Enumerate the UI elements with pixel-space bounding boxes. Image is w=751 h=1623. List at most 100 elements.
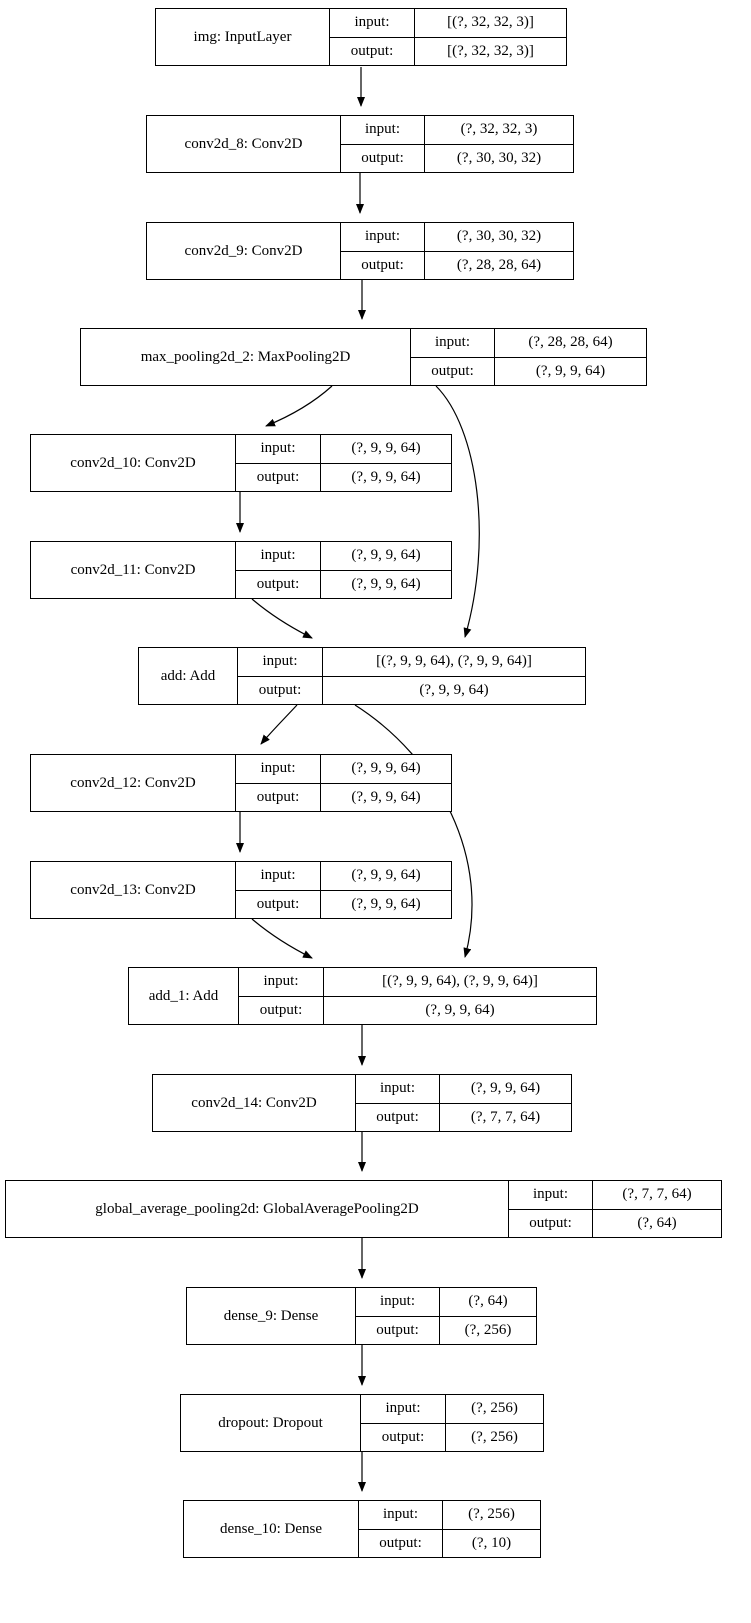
output-shape: (?, 9, 9, 64) xyxy=(425,1001,495,1018)
layer-name: add: Add xyxy=(139,648,238,704)
input-shape: [(?, 32, 32, 3)] xyxy=(447,14,534,31)
input-row: input: [(?, 32, 32, 3)] xyxy=(330,9,566,38)
output-row: output: (?, 10) xyxy=(359,1529,540,1557)
layer-name: conv2d_12: Conv2D xyxy=(31,755,236,811)
input-row: input: (?, 9, 9, 64) xyxy=(236,435,451,464)
output-shape: (?, 10) xyxy=(471,1534,512,1551)
input-row: input:(?, 64) xyxy=(356,1288,536,1317)
output-label: output: xyxy=(238,676,323,704)
input-row: input:(?, 9, 9, 64) xyxy=(236,862,451,891)
output-shape: (?, 9, 9, 64) xyxy=(351,468,421,485)
edge-add-to-conv2d_12 xyxy=(260,704,298,745)
output-row: output:(?, 9, 9, 64) xyxy=(236,783,451,811)
edge-maxpool-to-conv2d_10 xyxy=(265,385,333,427)
input-row: input:(?, 32, 32, 3) xyxy=(341,116,573,145)
output-label: output: xyxy=(359,1529,443,1557)
layer-name: img: InputLayer xyxy=(156,9,330,65)
input-label: input: xyxy=(236,435,321,463)
input-shape: (?, 9, 9, 64) xyxy=(351,547,421,564)
input-label: input: xyxy=(238,648,323,676)
input-label: input: xyxy=(356,1075,440,1103)
input-shape: [(?, 9, 9, 64), (?, 9, 9, 64)] xyxy=(382,973,538,990)
io-table: input:(?, 256)output:(?, 256) xyxy=(361,1395,543,1451)
layer-name: conv2d_9: Conv2D xyxy=(147,223,341,279)
output-label: output: xyxy=(236,890,321,918)
input-row: input:(?, 30, 30, 32) xyxy=(341,223,573,252)
output-label: output: xyxy=(361,1423,446,1451)
output-row: output: (?, 9, 9, 64) xyxy=(238,676,585,704)
input-row: input: (?, 256) xyxy=(359,1501,540,1530)
input-shape: (?, 7, 7, 64) xyxy=(622,1186,692,1203)
output-row: output:(?, 9, 9, 64) xyxy=(236,890,451,918)
io-table: input:(?, 64)output: (?, 256) xyxy=(356,1288,536,1344)
output-row: output:(?, 9, 9, 64) xyxy=(239,996,596,1024)
output-row: output: (?, 9, 9, 64) xyxy=(236,570,451,598)
io-table: input:(?, 7, 7, 64)output:(?, 64) xyxy=(509,1181,721,1237)
edge-add-skip-to-add_1 xyxy=(354,704,473,958)
input-shape: (?, 256) xyxy=(468,1506,515,1523)
output-row: output:(?, 28, 28, 64) xyxy=(341,251,573,279)
input-shape: (?, 32, 32, 3) xyxy=(460,121,538,138)
output-label: output: xyxy=(330,37,415,65)
layer-name: conv2d_11: Conv2D xyxy=(31,542,236,598)
layer-name: dense_10: Dense xyxy=(184,1501,359,1557)
node-global_average_pooling2d: global_average_pooling2d: GlobalAverageP… xyxy=(5,1180,722,1238)
output-row: output:(?, 9, 9, 64) xyxy=(411,357,646,385)
output-row: output: (?, 256) xyxy=(361,1423,543,1451)
output-label: output: xyxy=(411,357,495,385)
input-label: input: xyxy=(236,542,321,570)
layer-name: conv2d_8: Conv2D xyxy=(147,116,341,172)
input-label: input: xyxy=(239,968,324,996)
io-table: input: [(?, 32, 32, 3)] output: [(?, 32, 32… xyxy=(330,9,566,65)
input-label: input: xyxy=(509,1181,593,1209)
output-label: output: xyxy=(236,463,321,491)
output-row: output:(?, 7, 7, 64) xyxy=(356,1103,571,1131)
output-shape: (?, 9, 9, 64) xyxy=(351,788,421,805)
input-shape: (?, 9, 9, 64) xyxy=(351,440,421,457)
layer-name: global_average_pooling2d: GlobalAverageP… xyxy=(6,1181,509,1237)
io-table: input:(?, 30, 30, 32)output:(?, 28, 28, … xyxy=(341,223,573,279)
edge-conv2d_13-to-add_1 xyxy=(251,918,313,959)
output-row: output: [(?, 32, 32, 3)] xyxy=(330,37,566,65)
input-label: input: xyxy=(359,1501,443,1529)
io-table: input:(?, 9, 9, 64)output:(?, 9, 9, 64) xyxy=(236,862,451,918)
output-row: output: (?, 9, 9, 64) xyxy=(236,463,451,491)
output-row: output: (?, 256) xyxy=(356,1316,536,1344)
output-shape: (?, 256) xyxy=(471,1428,518,1445)
output-shape: (?, 9, 9, 64) xyxy=(419,681,489,698)
output-shape: [(?, 32, 32, 3)] xyxy=(447,42,534,59)
io-table: input:(?, 9, 9, 64)output:(?, 7, 7, 64) xyxy=(356,1075,571,1131)
output-label: output: xyxy=(341,144,425,172)
input-label: input: xyxy=(341,223,425,251)
io-table: input:(?, 9, 9, 64)output:(?, 9, 9, 64) xyxy=(236,755,451,811)
output-shape: (?, 256) xyxy=(464,1321,512,1338)
io-table: input: (?, 9, 9, 64) output: (?, 9, 9, 64) xyxy=(236,435,451,491)
io-table: input: (?, 9, 9, 64) output: (?, 9, 9, 64) xyxy=(236,542,451,598)
input-row: input: (?, 7, 7, 64) xyxy=(509,1181,721,1210)
output-label: output: xyxy=(236,570,321,598)
input-shape: (?, 9, 9, 64) xyxy=(351,760,421,777)
input-row: input: [(?, 9, 9, 64), (?, 9, 9, 64)] xyxy=(239,968,596,997)
input-shape: [(?, 9, 9, 64), (?, 9, 9, 64)] xyxy=(376,653,532,670)
output-label: output: xyxy=(356,1316,440,1344)
input-row: input: (?, 9, 9, 64) xyxy=(236,542,451,571)
input-label: input: xyxy=(356,1288,440,1316)
output-label: output: xyxy=(509,1209,593,1237)
layer-name: dense_9: Dense xyxy=(187,1288,356,1344)
output-shape: (?, 9, 9, 64) xyxy=(351,575,421,592)
layer-name: conv2d_10: Conv2D xyxy=(31,435,236,491)
input-label: input: xyxy=(330,9,415,37)
input-shape: (?, 256) xyxy=(471,1400,518,1417)
output-label: output: xyxy=(341,251,425,279)
